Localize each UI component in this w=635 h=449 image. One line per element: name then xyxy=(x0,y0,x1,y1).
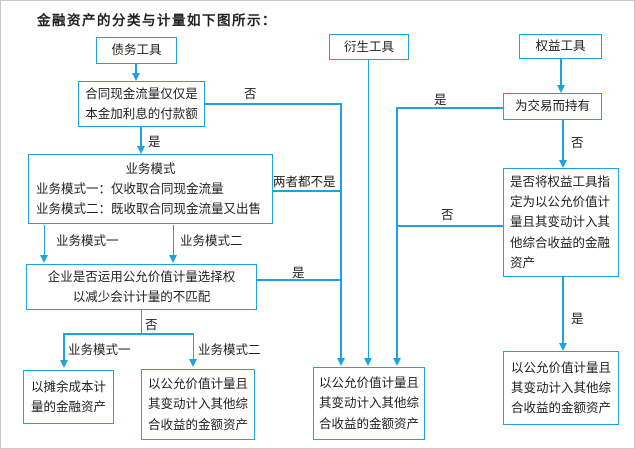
node-line: 合收益的金额资产 xyxy=(147,417,248,432)
node-label: 衍生工具 xyxy=(343,39,394,54)
edge-label-yes: 是 xyxy=(571,312,584,326)
arrowhead-down-icon xyxy=(392,358,401,366)
node-line: 以公允价值计量且 xyxy=(318,376,419,391)
node-line: 他综合收益的金融 xyxy=(510,235,611,250)
connector-bm2-lower-v xyxy=(192,333,194,360)
node-fvoci-left: 以公允价值计量且 其变动计入其他综 合收益的金额资产 xyxy=(141,369,255,440)
edge-label-bm1: 业务模式一 xyxy=(56,234,119,248)
node-line: 其变动计入其他综 xyxy=(510,380,611,395)
node-fvtpl-center: 以公允价值计量且 其变动计入其他综 合收益的金额资产 xyxy=(313,367,425,440)
arrowhead-down-icon xyxy=(336,358,345,366)
connector-bm2-upper xyxy=(172,225,174,256)
connector-cashflow-yes xyxy=(140,127,142,147)
connector-trading-yes-h xyxy=(396,107,503,109)
connector-bm1-upper xyxy=(43,225,45,256)
node-label: 权益工具 xyxy=(535,39,586,54)
node-line: 定为以公允价值计 xyxy=(510,195,611,210)
node-line: 以减少会计计量的不匹配 xyxy=(72,290,211,304)
node-debt-tool: 债务工具 xyxy=(96,37,177,64)
node-equity-tool: 权益工具 xyxy=(519,34,602,59)
node-line: 以摊余成本计 xyxy=(30,379,106,394)
connector-designate-no xyxy=(396,225,503,227)
edge-label-bm2: 业务模式二 xyxy=(198,343,261,357)
node-line: 其变动计入其他综 xyxy=(318,396,419,411)
edge-label-no: 否 xyxy=(145,318,158,332)
arrowhead-down-icon xyxy=(189,359,197,367)
node-cash-flow-question: 合同现金流量仅仅是 本金加利息的付款额 xyxy=(78,81,205,127)
node-label: 债务工具 xyxy=(111,43,162,58)
node-line: 业务模式一：仅收取合同现金流量 xyxy=(36,181,224,196)
edge-label-no: 否 xyxy=(571,136,584,150)
node-line: 业务模式二：既收取合同现金流量又出售 xyxy=(36,202,262,217)
arrowhead-down-icon xyxy=(558,160,567,168)
connector-fv-option-yes xyxy=(257,279,341,281)
node-fvoci-right: 以公允价值计量且 其变动计入其他综 合收益的金额资产 xyxy=(503,351,619,425)
connector-debt-down xyxy=(135,63,137,75)
edge-label-both-neither: 两者都不是 xyxy=(273,175,336,189)
arrowhead-down-icon xyxy=(364,358,372,366)
connector-fv-option-no-split xyxy=(63,333,193,335)
node-line: 以公允价值计量且 xyxy=(510,360,611,375)
connector-derivative-down xyxy=(367,60,369,359)
connector-fv-option-no-stem xyxy=(140,310,142,334)
arrowhead-down-icon xyxy=(131,73,140,81)
node-label: 为交易而持有 xyxy=(514,99,590,114)
connector-both-neither xyxy=(272,190,341,192)
connector-bm1-lower-v xyxy=(63,333,65,361)
arrowhead-down-icon xyxy=(59,360,68,368)
node-line: 其变动计入其他综 xyxy=(147,397,248,412)
node-line: 是否将权益工具指 xyxy=(510,174,611,189)
node-line: 业务模式 xyxy=(125,161,176,176)
edge-label-no: 否 xyxy=(441,208,454,222)
node-line: 企业是否运用公允价值计量选择权 xyxy=(47,269,236,284)
node-held-for-trading: 为交易而持有 xyxy=(503,93,602,120)
edge-label-yes: 是 xyxy=(292,266,305,280)
arrowhead-down-icon xyxy=(556,85,565,93)
node-derivative-tool: 衍生工具 xyxy=(329,34,409,60)
arrowhead-down-icon xyxy=(136,146,145,154)
connector-equity-down xyxy=(560,59,562,86)
node-line: 以公允价值计量且 xyxy=(147,377,248,392)
node-fv-option-question: 企业是否运用公允价值计量选择权 以减少会计计量的不匹配 xyxy=(26,264,257,310)
edge-label-yes: 是 xyxy=(148,135,161,149)
node-line: 本金加利息的付款额 xyxy=(85,107,198,121)
connector-trading-no xyxy=(562,120,564,161)
node-line: 合收益的金额资产 xyxy=(318,416,419,431)
connector-designate-yes xyxy=(562,277,564,344)
node-line: 资产 xyxy=(510,255,536,270)
arrowhead-down-icon xyxy=(40,255,48,263)
arrowhead-down-icon xyxy=(169,255,177,263)
edge-label-bm1: 业务模式一 xyxy=(68,343,131,357)
node-line: 合收益的金额资产 xyxy=(510,401,611,416)
connector-cashflow-no-v xyxy=(340,103,342,359)
connector-trading-yes-v xyxy=(396,107,398,359)
connector-cashflow-no-h xyxy=(205,103,341,105)
edge-label-yes: 是 xyxy=(434,93,447,107)
node-designate-question: 是否将权益工具指 定为以公允价值计 量且其变动计入其 他综合收益的金融 资产 xyxy=(503,168,619,277)
node-line: 量且其变动计入其 xyxy=(510,215,611,230)
node-business-model: 业务模式 业务模式一：仅收取合同现金流量 业务模式二：既收取合同现金流量又出售 xyxy=(28,154,273,224)
arrowhead-down-icon xyxy=(558,343,567,351)
node-line: 量的金融资产 xyxy=(30,400,106,414)
node-amortized-cost: 以摊余成本计 量的金融资产 xyxy=(23,370,114,424)
node-line: 合同现金流量仅仅是 xyxy=(85,86,198,101)
edge-label-bm2: 业务模式二 xyxy=(180,234,243,248)
edge-label-no: 否 xyxy=(244,87,257,101)
page-title: 金融资产的分类与计量如下图所示： xyxy=(37,13,277,28)
